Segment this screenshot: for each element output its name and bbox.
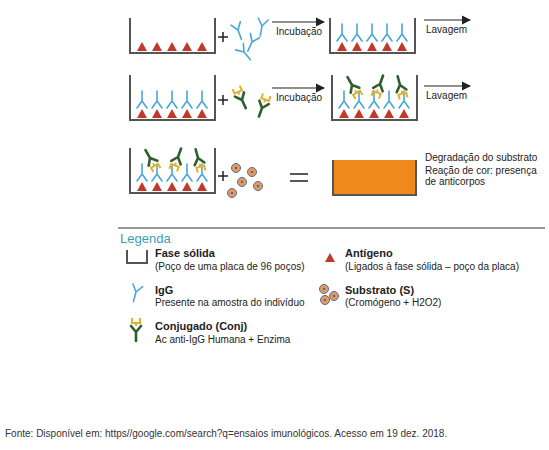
legend-description: Ac anti-IgG Humana + Enzima [155,334,290,346]
legend-entry: Substrato (S) [345,284,414,297]
step-label: Incubação [276,26,322,38]
legend-description: Presente na amostra do indivíduo [155,297,305,309]
legend-entry: Conjugado (Conj) [155,320,247,333]
legend-entry: Antígeno [345,247,393,260]
legend-title: Legenda [120,232,171,247]
result-text: Degradação do substrato [425,152,541,164]
step-label: Lavagem [426,24,467,36]
legend-description: (Cromógeno + H2O2) [345,297,441,309]
source-caption: Fonte: Disponível em: https//google.com/… [5,428,447,440]
legend-description: (Poço de uma placa de 96 poços) [155,261,305,273]
step-label: Lavagem [426,90,467,102]
legend-entry: IgG [155,284,173,297]
step-label: Incubação [276,92,322,104]
legend-entry: Fase sólida [155,247,215,260]
colored-well: Degradação do substratoReação de cor: pr… [332,160,417,196]
result-text: Reação de cor: presença de anticorpos [425,165,541,188]
legend-description: (Ligados à fase sólida – poço da placa) [345,261,519,273]
